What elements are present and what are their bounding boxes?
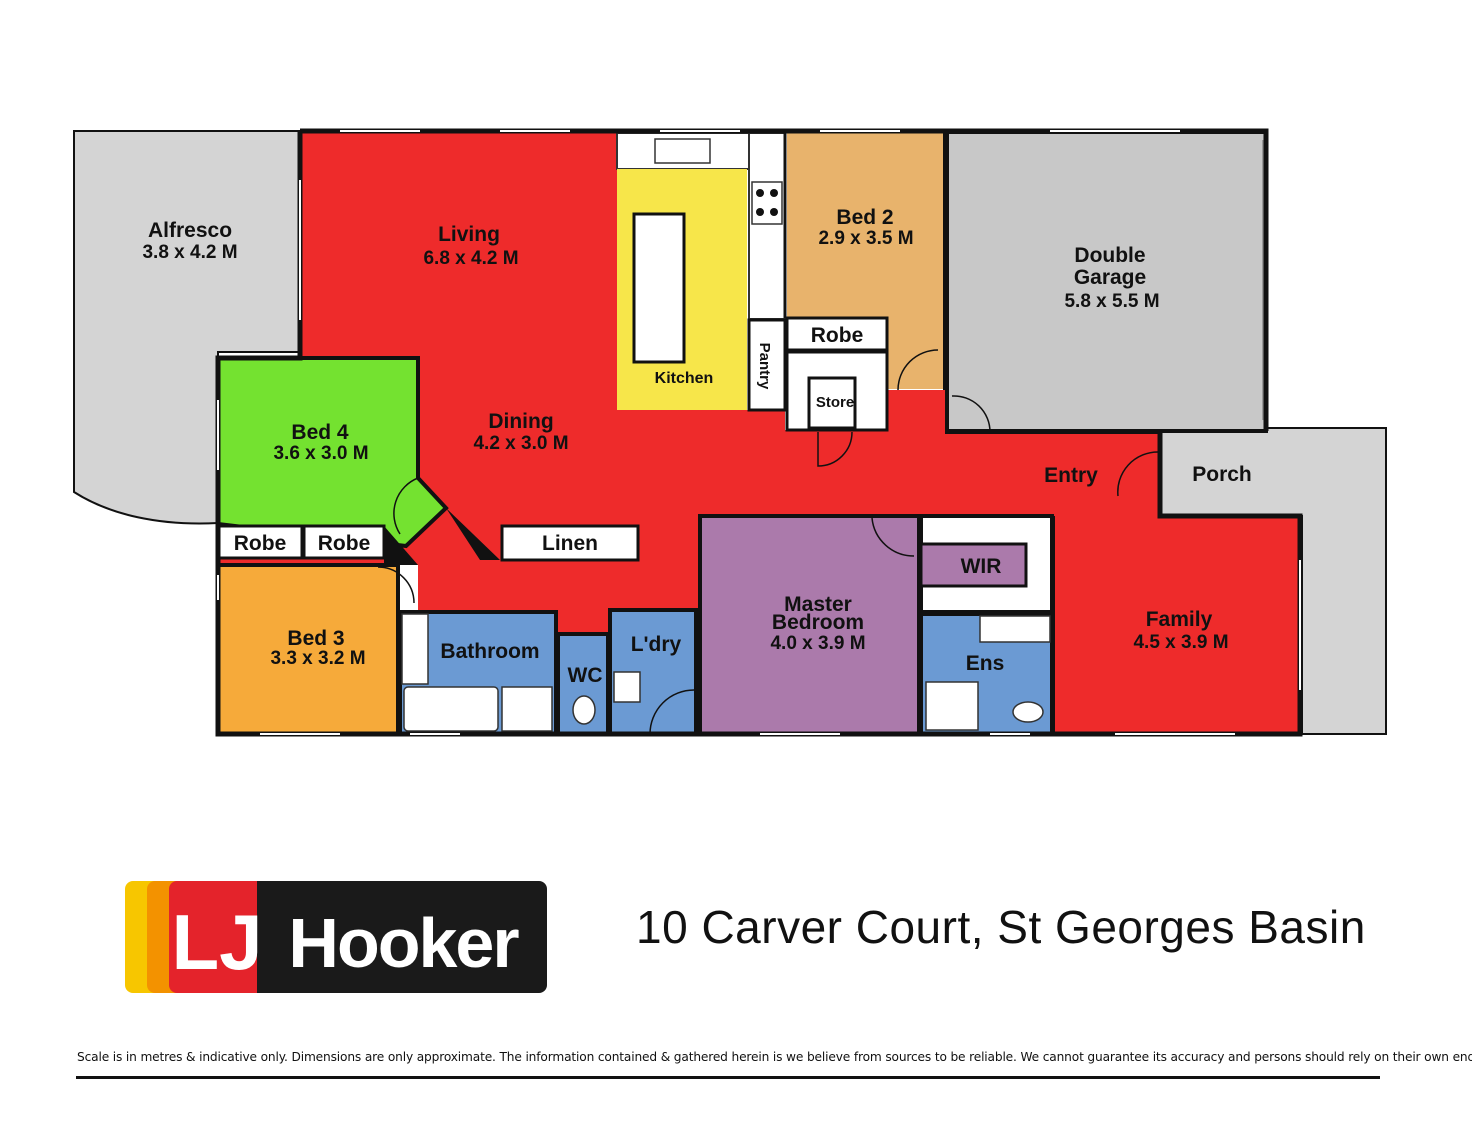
cooktop-icon bbox=[751, 181, 783, 225]
kitchen-island bbox=[632, 212, 686, 364]
linen-label: Linen bbox=[542, 532, 598, 555]
vanity-icon bbox=[401, 613, 429, 685]
tub-icon bbox=[613, 671, 641, 703]
bed2-dims: 2.9 x 3.5 M bbox=[818, 228, 913, 249]
ensuite-label: Ens bbox=[966, 652, 1005, 675]
store-inner bbox=[807, 376, 857, 430]
disclaimer-text: Scale is in metres & indicative only. Di… bbox=[77, 1050, 1472, 1064]
family-dims: 4.5 x 3.9 M bbox=[1133, 632, 1228, 653]
ens-vanity-icon bbox=[979, 615, 1051, 643]
living-dining-zone bbox=[218, 131, 1300, 734]
dining-dims: 4.2 x 3.0 M bbox=[473, 433, 568, 454]
windows bbox=[217, 130, 1301, 735]
entry-label: Entry bbox=[1044, 464, 1098, 487]
living-dims: 6.8 x 4.2 M bbox=[423, 248, 518, 269]
garage-label-line2: Garage bbox=[1074, 266, 1146, 289]
lj-hooker-logo: LJ Hooker bbox=[125, 881, 547, 993]
logo-red-block bbox=[169, 881, 269, 993]
garage-label-line1: Double bbox=[1074, 244, 1145, 267]
master-area bbox=[698, 514, 921, 736]
toilet-icon bbox=[572, 695, 596, 725]
footer-rule bbox=[76, 1076, 1380, 1079]
bed2-label: Bed 2 bbox=[836, 206, 893, 229]
floor-plan: Alfresco 3.8 x 4.2 M Living 6.8 x 4.2 M … bbox=[73, 128, 1387, 737]
logo-black-block bbox=[257, 881, 547, 993]
wir-label: WIR bbox=[961, 555, 1002, 578]
master-dims: 4.0 x 3.9 M bbox=[770, 633, 865, 654]
bed3-label: Bed 3 bbox=[287, 627, 344, 650]
property-address: 10 Carver Court, St Georges Basin bbox=[636, 901, 1366, 953]
bathroom-label: Bathroom bbox=[440, 640, 539, 663]
pantry-label: Pantry bbox=[756, 343, 773, 390]
wir-area bbox=[919, 542, 1028, 588]
bed4-dims: 3.6 x 3.0 M bbox=[273, 443, 368, 464]
bed4-label: Bed 4 bbox=[291, 421, 349, 444]
robe-bed2-area bbox=[785, 316, 889, 352]
outer-walls bbox=[215, 128, 1303, 737]
laundry-label: L'dry bbox=[631, 633, 682, 656]
alfresco-dims: 3.8 x 4.2 M bbox=[142, 242, 237, 263]
logo-hooker-text: Hooker bbox=[288, 904, 519, 982]
dining-label: Dining bbox=[488, 410, 553, 433]
linen-area bbox=[500, 524, 640, 562]
wc-label: WC bbox=[568, 664, 603, 687]
bathtub-icon bbox=[403, 686, 499, 732]
robe-b-label: Robe bbox=[318, 532, 371, 555]
robe-bed2-label: Robe bbox=[811, 324, 864, 347]
logo-lj-text: LJ bbox=[171, 898, 262, 986]
sink-icon bbox=[654, 138, 711, 164]
robe-b-area bbox=[302, 524, 386, 560]
robe-a-label: Robe bbox=[234, 532, 287, 555]
porch-label: Porch bbox=[1192, 463, 1252, 486]
ens-toilet-icon bbox=[1012, 701, 1044, 723]
bed4-door bbox=[393, 477, 419, 535]
alfresco-label: Alfresco bbox=[148, 219, 232, 242]
shower-icon bbox=[501, 686, 553, 732]
pantry-area bbox=[747, 318, 787, 412]
store-label: Store bbox=[816, 394, 854, 411]
family-label: Family bbox=[1146, 608, 1213, 631]
ens-shower-icon bbox=[925, 681, 979, 731]
garage-dims: 5.8 x 5.5 M bbox=[1064, 291, 1159, 312]
kitchen-bench-side bbox=[748, 132, 786, 320]
master-label-line1: Master bbox=[784, 593, 852, 616]
living-label: Living bbox=[438, 223, 500, 246]
garage-area bbox=[945, 130, 1268, 433]
bed3-dims: 3.3 x 3.2 M bbox=[270, 648, 365, 669]
kitchen-label: Kitchen bbox=[655, 370, 714, 387]
master-label-line2: Bedroom bbox=[772, 611, 864, 634]
